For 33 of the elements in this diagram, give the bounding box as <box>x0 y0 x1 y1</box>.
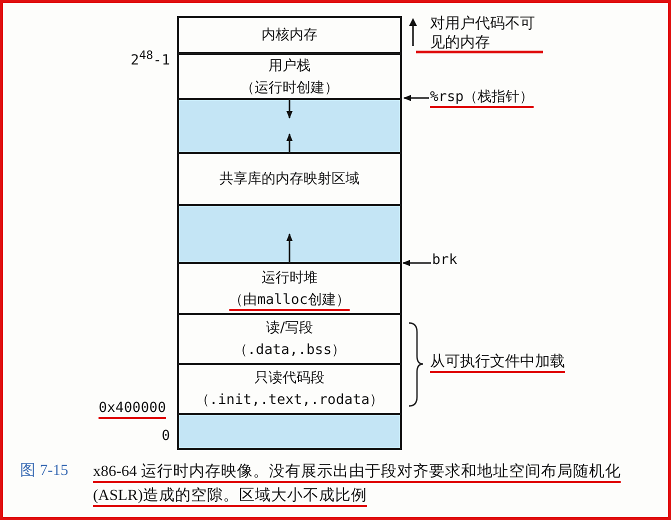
region-label: 用户栈 <box>268 56 310 76</box>
figure-number: 图 7-15 <box>20 461 68 481</box>
annotation-text: 对用户代码不可见的内存 <box>430 14 536 52</box>
pointer-arrow <box>403 94 429 102</box>
address-label: 2$^{48}$-1 <box>130 48 170 69</box>
gap-band <box>177 204 402 264</box>
region-note: （由malloc创建） <box>229 290 350 310</box>
pointer-label: brk <box>432 252 458 268</box>
annotation-text: 从可执行文件中加载 <box>430 352 565 371</box>
gap-band <box>177 98 402 154</box>
growth-arrow <box>286 100 293 119</box>
address-label: 0 <box>160 428 170 444</box>
region-label: 读/写段 <box>266 319 313 338</box>
region-label: 只读代码段 <box>254 369 324 388</box>
growth-arrow <box>286 233 293 262</box>
memory-region <box>177 363 402 415</box>
region-label: 内核内存 <box>262 26 318 45</box>
address-label: 0x400000 <box>98 400 166 416</box>
region-note: （运行时创建） <box>240 78 338 98</box>
memory-region <box>177 152 402 206</box>
pointer-label: %rsp（栈指针） <box>430 88 534 106</box>
gap-band <box>177 413 402 450</box>
pointer-arrow <box>402 260 431 266</box>
figure-caption: x86-64 运行时内存映像。没有展示出由于段对齐要求和地址空间布局随机化(ASLR)造成的空隙。区域大小不成比例 <box>93 462 622 506</box>
memory-region <box>177 313 402 365</box>
region-note: （.init,.text,.rodata） <box>195 391 384 410</box>
region-label: 运行时堆 <box>262 268 318 288</box>
memory-region <box>177 16 402 54</box>
region-note: （.data,.bss） <box>233 341 346 360</box>
growth-arrow <box>286 133 293 152</box>
memory-region <box>177 262 402 315</box>
region-label: 共享库的内存映射区域 <box>220 170 360 189</box>
memory-region <box>177 52 402 100</box>
